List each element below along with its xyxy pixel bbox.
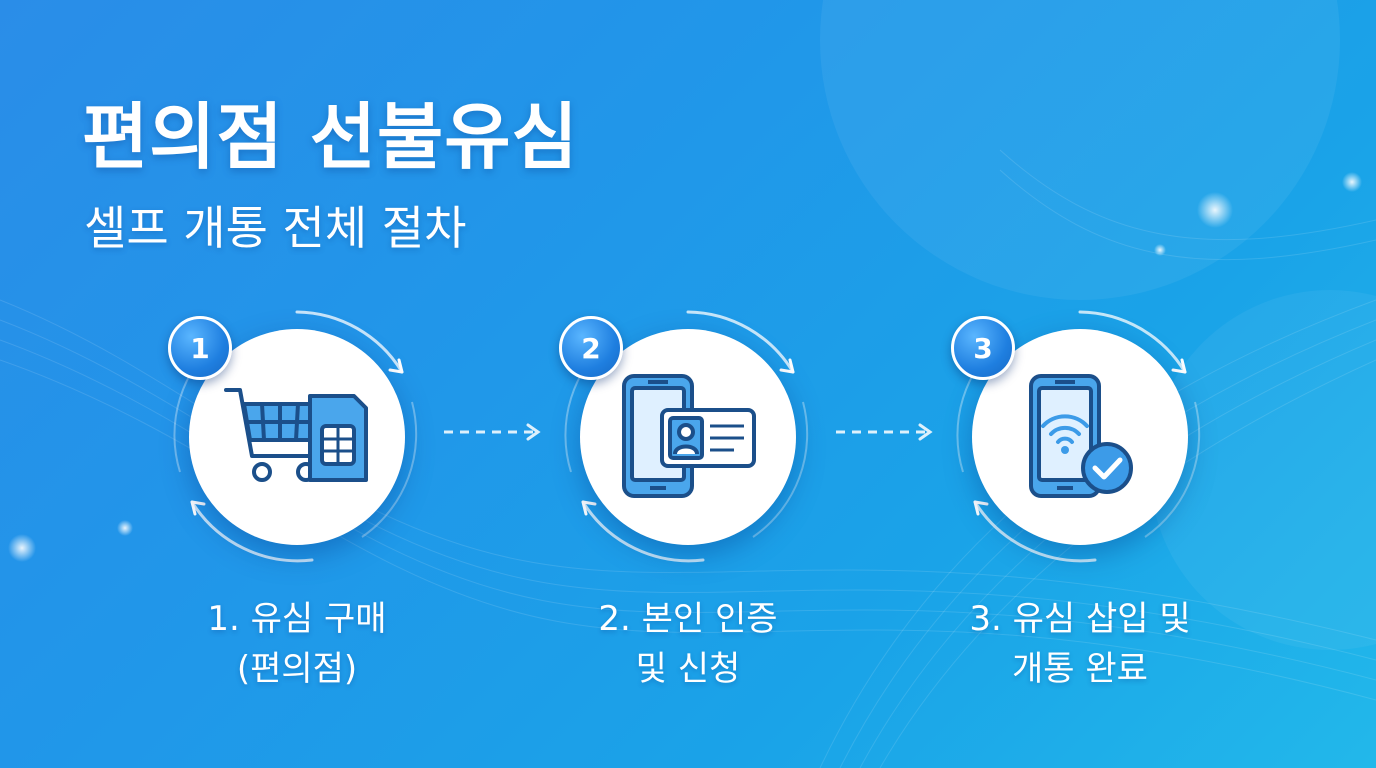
page-subtitle: 셀프 개통 전체 절차 — [84, 201, 467, 255]
step-1-label: 1. 유심 구매 (편의점) — [127, 594, 467, 694]
cycle-arrows-icon — [956, 310, 1201, 563]
phone-wifi-check-icon — [1029, 374, 1133, 498]
step-3: 3 — [945, 302, 1215, 572]
step-2-label-line1: 2. 본인 인증 — [598, 599, 778, 639]
dashed-arrow-icon — [444, 423, 541, 441]
step-1-label-line2: (편의점) — [236, 649, 358, 689]
step-1-number-badge: 1 — [168, 316, 232, 380]
step-2-label: 2. 본인 인증 및 신청 — [518, 594, 858, 694]
step-3-label-line1: 3. 유심 삽입 및 — [969, 599, 1191, 639]
step-2: 2 — [553, 302, 823, 572]
step-2-number-badge: 2 — [559, 316, 623, 380]
page-title: 편의점 선불유심 — [82, 95, 579, 179]
dashed-arrow-icon — [836, 423, 933, 441]
step-1-label-line1: 1. 유심 구매 — [207, 599, 387, 639]
step-1-icon-container — [189, 329, 405, 545]
phone-id-card-icon — [622, 374, 756, 498]
cycle-arrows-icon — [173, 310, 418, 563]
cart-sim-icon — [224, 388, 368, 482]
step-3-label-line2: 개통 완료 — [1012, 649, 1148, 689]
step-3-number-badge: 3 — [951, 316, 1015, 380]
step-1: 1 — [162, 302, 432, 572]
step-3-label: 3. 유심 삽입 및 개통 완료 — [910, 594, 1250, 694]
step-2-label-line2: 및 신청 — [635, 649, 741, 689]
